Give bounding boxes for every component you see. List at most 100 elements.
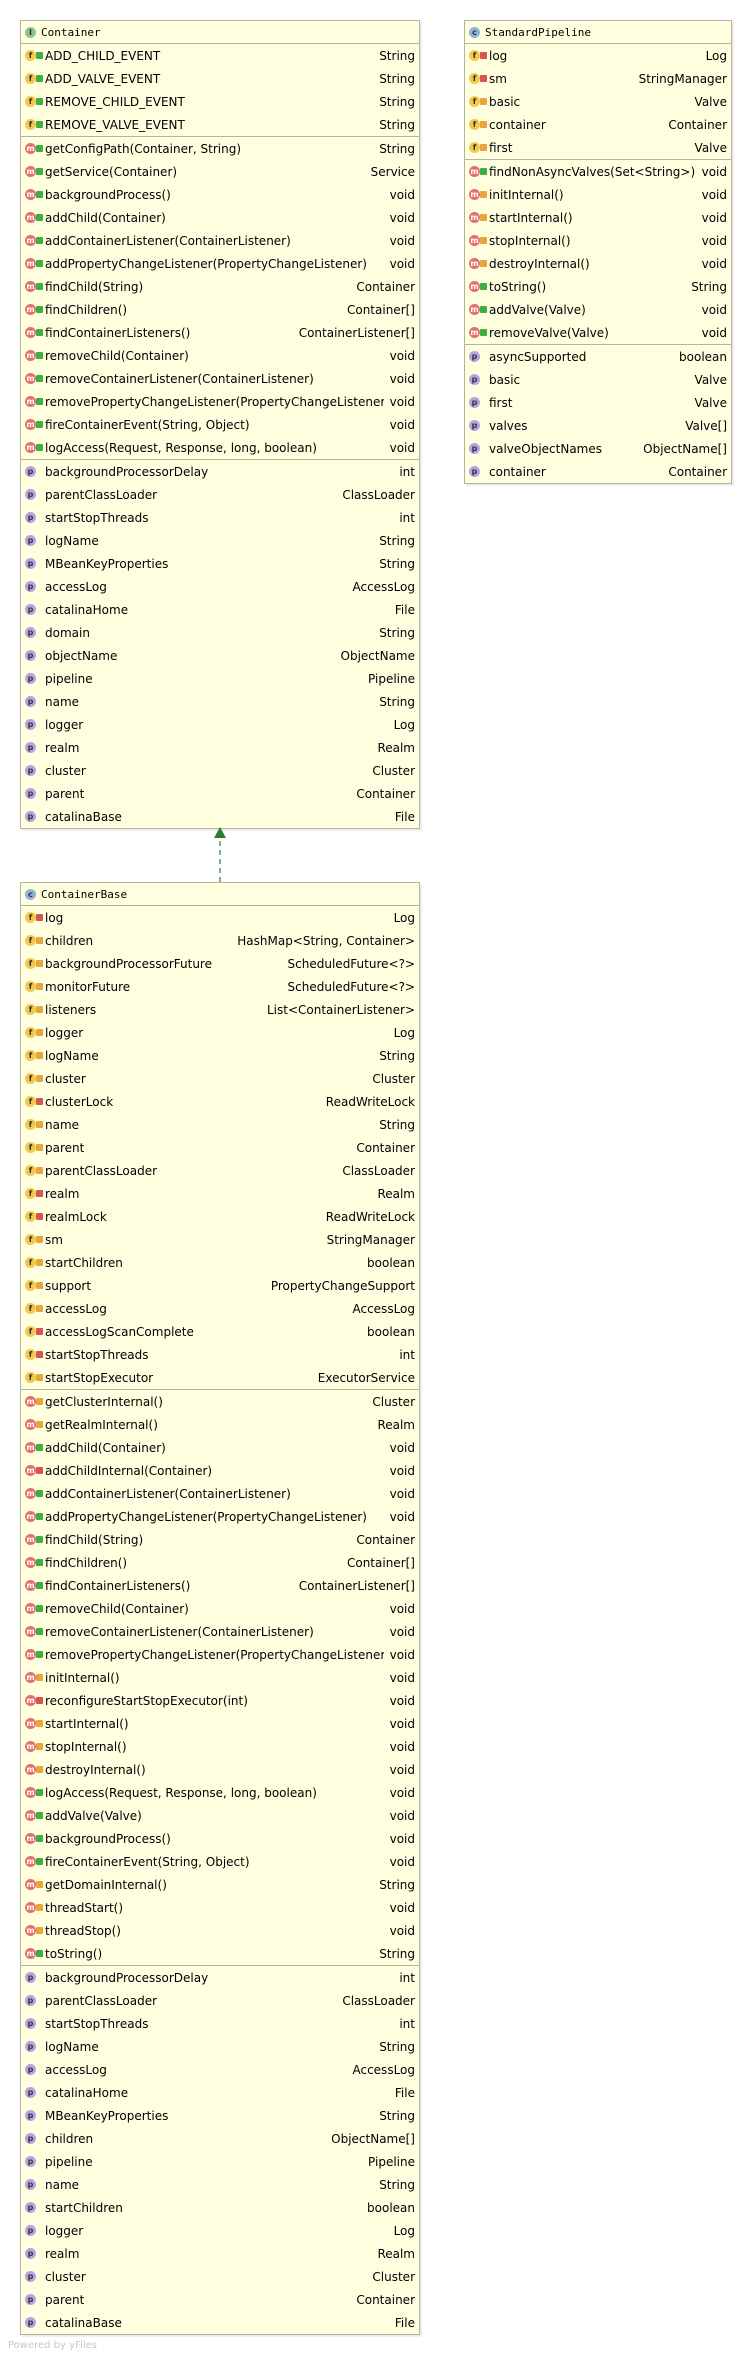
member-row-addvalve-valve[interactable]: maddValve(Valve)void bbox=[21, 1804, 419, 1827]
member-row-basic[interactable]: pbasicValve bbox=[465, 368, 731, 391]
member-row-findnonasyncvalves-set-string[interactable]: mfindNonAsyncValves(Set<String>)void bbox=[465, 160, 731, 183]
member-row-destroyinternal[interactable]: mdestroyInternal()void bbox=[21, 1758, 419, 1781]
member-row-accesslog[interactable]: paccessLogAccessLog bbox=[21, 2058, 419, 2081]
member-row-tostring[interactable]: mtoString()String bbox=[21, 1942, 419, 1965]
member-row-addchildinternal-container[interactable]: maddChildInternal(Container)void bbox=[21, 1459, 419, 1482]
member-row-parentclassloader[interactable]: fparentClassLoaderClassLoader bbox=[21, 1159, 419, 1182]
member-row-addpropertychangelistener-propertychangelistener[interactable]: maddPropertyChangeListener(PropertyChang… bbox=[21, 252, 419, 275]
member-row-catalinabase[interactable]: pcatalinaBaseFile bbox=[21, 2311, 419, 2334]
member-row-catalinahome[interactable]: pcatalinaHomeFile bbox=[21, 2081, 419, 2104]
member-row-parent[interactable]: pparentContainer bbox=[21, 782, 419, 805]
member-row-initinternal[interactable]: minitInternal()void bbox=[21, 1666, 419, 1689]
member-row-name[interactable]: pnameString bbox=[21, 690, 419, 713]
member-row-addchild-container[interactable]: maddChild(Container)void bbox=[21, 206, 419, 229]
member-row-removevalve-valve[interactable]: mremoveValve(Valve)void bbox=[465, 321, 731, 344]
member-row-getclusterinternal[interactable]: mgetClusterInternal()Cluster bbox=[21, 1390, 419, 1413]
member-row-stopinternal[interactable]: mstopInternal()void bbox=[21, 1735, 419, 1758]
member-row-cluster[interactable]: fclusterCluster bbox=[21, 1067, 419, 1090]
member-row-valveobjectnames[interactable]: pvalveObjectNamesObjectName[] bbox=[465, 437, 731, 460]
member-row-logaccess-request-response-long-boolean[interactable]: mlogAccess(Request, Response, long, bool… bbox=[21, 1781, 419, 1804]
member-row-remove-child-event[interactable]: fREMOVE_CHILD_EVENTString bbox=[21, 90, 419, 113]
member-row-backgroundprocessordelay[interactable]: pbackgroundProcessorDelayint bbox=[21, 1966, 419, 1989]
member-row-name[interactable]: pnameString bbox=[21, 2173, 419, 2196]
member-row-clusterlock[interactable]: fclusterLockReadWriteLock bbox=[21, 1090, 419, 1113]
member-row-asyncsupported[interactable]: pasyncSupportedboolean bbox=[465, 345, 731, 368]
member-row-catalinahome[interactable]: pcatalinaHomeFile bbox=[21, 598, 419, 621]
member-row-sm[interactable]: fsmStringManager bbox=[465, 67, 731, 90]
member-row-startinternal[interactable]: mstartInternal()void bbox=[21, 1712, 419, 1735]
uml-class-containerbase[interactable]: cContainerBaseflogLogfchildrenHashMap<St… bbox=[20, 882, 420, 2335]
member-row-add-valve-event[interactable]: fADD_VALVE_EVENTString bbox=[21, 67, 419, 90]
member-row-realmlock[interactable]: frealmLockReadWriteLock bbox=[21, 1205, 419, 1228]
member-row-first[interactable]: pfirstValve bbox=[465, 391, 731, 414]
member-row-mbeankeyproperties[interactable]: pMBeanKeyPropertiesString bbox=[21, 2104, 419, 2127]
member-row-findchild-string[interactable]: mfindChild(String)Container bbox=[21, 1528, 419, 1551]
member-row-getrealminternal[interactable]: mgetRealmInternal()Realm bbox=[21, 1413, 419, 1436]
member-row-firecontainerevent-string-object[interactable]: mfireContainerEvent(String, Object)void bbox=[21, 1850, 419, 1873]
uml-class-standardpipeline[interactable]: cStandardPipelineflogLogfsmStringManager… bbox=[464, 20, 732, 484]
member-row-initinternal[interactable]: minitInternal()void bbox=[465, 183, 731, 206]
member-row-removechild-container[interactable]: mremoveChild(Container)void bbox=[21, 344, 419, 367]
member-row-parentclassloader[interactable]: pparentClassLoaderClassLoader bbox=[21, 1989, 419, 2012]
member-row-backgroundprocess[interactable]: mbackgroundProcess()void bbox=[21, 183, 419, 206]
member-row-cluster[interactable]: pclusterCluster bbox=[21, 2265, 419, 2288]
member-row-startchildren[interactable]: pstartChildrenboolean bbox=[21, 2196, 419, 2219]
member-row-logname[interactable]: plogNameString bbox=[21, 529, 419, 552]
member-row-removecontainerlistener-containerlistener[interactable]: mremoveContainerListener(ContainerListen… bbox=[21, 367, 419, 390]
member-row-first[interactable]: ffirstValve bbox=[465, 136, 731, 159]
member-row-pipeline[interactable]: ppipelinePipeline bbox=[21, 2150, 419, 2173]
member-row-threadstop[interactable]: mthreadStop()void bbox=[21, 1919, 419, 1942]
member-row-logname[interactable]: flogNameString bbox=[21, 1044, 419, 1067]
member-row-reconfigurestartstopexecutor-int[interactable]: mreconfigureStartStopExecutor(int)void bbox=[21, 1689, 419, 1712]
member-row-startchildren[interactable]: fstartChildrenboolean bbox=[21, 1251, 419, 1274]
member-row-logaccess-request-response-long-boolean[interactable]: mlogAccess(Request, Response, long, bool… bbox=[21, 436, 419, 459]
member-row-parentclassloader[interactable]: pparentClassLoaderClassLoader bbox=[21, 483, 419, 506]
member-row-findchildren[interactable]: mfindChildren()Container[] bbox=[21, 1551, 419, 1574]
uml-class-container[interactable]: IContainerfADD_CHILD_EVENTStringfADD_VAL… bbox=[20, 20, 420, 829]
member-row-findchildren[interactable]: mfindChildren()Container[] bbox=[21, 298, 419, 321]
member-row-mbeankeyproperties[interactable]: pMBeanKeyPropertiesString bbox=[21, 552, 419, 575]
member-row-logname[interactable]: plogNameString bbox=[21, 2035, 419, 2058]
member-row-findchild-string[interactable]: mfindChild(String)Container bbox=[21, 275, 419, 298]
member-row-valves[interactable]: pvalvesValve[] bbox=[465, 414, 731, 437]
member-row-sm[interactable]: fsmStringManager bbox=[21, 1228, 419, 1251]
member-row-removechild-container[interactable]: mremoveChild(Container)void bbox=[21, 1597, 419, 1620]
member-row-startinternal[interactable]: mstartInternal()void bbox=[465, 206, 731, 229]
member-row-addpropertychangelistener-propertychangelistener[interactable]: maddPropertyChangeListener(PropertyChang… bbox=[21, 1505, 419, 1528]
member-row-startstopexecutor[interactable]: fstartStopExecutorExecutorService bbox=[21, 1366, 419, 1389]
member-row-basic[interactable]: fbasicValve bbox=[465, 90, 731, 113]
member-row-accesslog[interactable]: faccessLogAccessLog bbox=[21, 1297, 419, 1320]
member-row-stopinternal[interactable]: mstopInternal()void bbox=[465, 229, 731, 252]
member-row-remove-valve-event[interactable]: fREMOVE_VALVE_EVENTString bbox=[21, 113, 419, 136]
member-row-addcontainerlistener-containerlistener[interactable]: maddContainerListener(ContainerListener)… bbox=[21, 1482, 419, 1505]
member-row-log[interactable]: flogLog bbox=[465, 44, 731, 67]
member-row-log[interactable]: flogLog bbox=[21, 906, 419, 929]
member-row-getdomaininternal[interactable]: mgetDomainInternal()String bbox=[21, 1873, 419, 1896]
member-row-removecontainerlistener-containerlistener[interactable]: mremoveContainerListener(ContainerListen… bbox=[21, 1620, 419, 1643]
member-row-parent[interactable]: fparentContainer bbox=[21, 1136, 419, 1159]
member-row-pipeline[interactable]: ppipelinePipeline bbox=[21, 667, 419, 690]
member-row-children[interactable]: pchildrenObjectName[] bbox=[21, 2127, 419, 2150]
member-row-support[interactable]: fsupportPropertyChangeSupport bbox=[21, 1274, 419, 1297]
member-row-destroyinternal[interactable]: mdestroyInternal()void bbox=[465, 252, 731, 275]
member-row-listeners[interactable]: flistenersList<ContainerListener> bbox=[21, 998, 419, 1021]
member-row-startstopthreads[interactable]: fstartStopThreadsint bbox=[21, 1343, 419, 1366]
member-row-backgroundprocessorfuture[interactable]: fbackgroundProcessorFutureScheduledFutur… bbox=[21, 952, 419, 975]
member-row-container[interactable]: fcontainerContainer bbox=[465, 113, 731, 136]
member-row-backgroundprocessordelay[interactable]: pbackgroundProcessorDelayint bbox=[21, 460, 419, 483]
member-row-accesslogscancomplete[interactable]: faccessLogScanCompleteboolean bbox=[21, 1320, 419, 1343]
member-row-logger[interactable]: ploggerLog bbox=[21, 2219, 419, 2242]
member-row-addvalve-valve[interactable]: maddValve(Valve)void bbox=[465, 298, 731, 321]
member-row-children[interactable]: fchildrenHashMap<String, Container> bbox=[21, 929, 419, 952]
member-row-threadstart[interactable]: mthreadStart()void bbox=[21, 1896, 419, 1919]
member-row-startstopthreads[interactable]: pstartStopThreadsint bbox=[21, 506, 419, 529]
member-row-findcontainerlisteners[interactable]: mfindContainerListeners()ContainerListen… bbox=[21, 1574, 419, 1597]
member-row-cluster[interactable]: pclusterCluster bbox=[21, 759, 419, 782]
member-row-add-child-event[interactable]: fADD_CHILD_EVENTString bbox=[21, 44, 419, 67]
member-row-logger[interactable]: ploggerLog bbox=[21, 713, 419, 736]
member-row-realm[interactable]: frealmRealm bbox=[21, 1182, 419, 1205]
member-row-catalinabase[interactable]: pcatalinaBaseFile bbox=[21, 805, 419, 828]
member-row-tostring[interactable]: mtoString()String bbox=[465, 275, 731, 298]
member-row-monitorfuture[interactable]: fmonitorFutureScheduledFuture<?> bbox=[21, 975, 419, 998]
member-row-startstopthreads[interactable]: pstartStopThreadsint bbox=[21, 2012, 419, 2035]
